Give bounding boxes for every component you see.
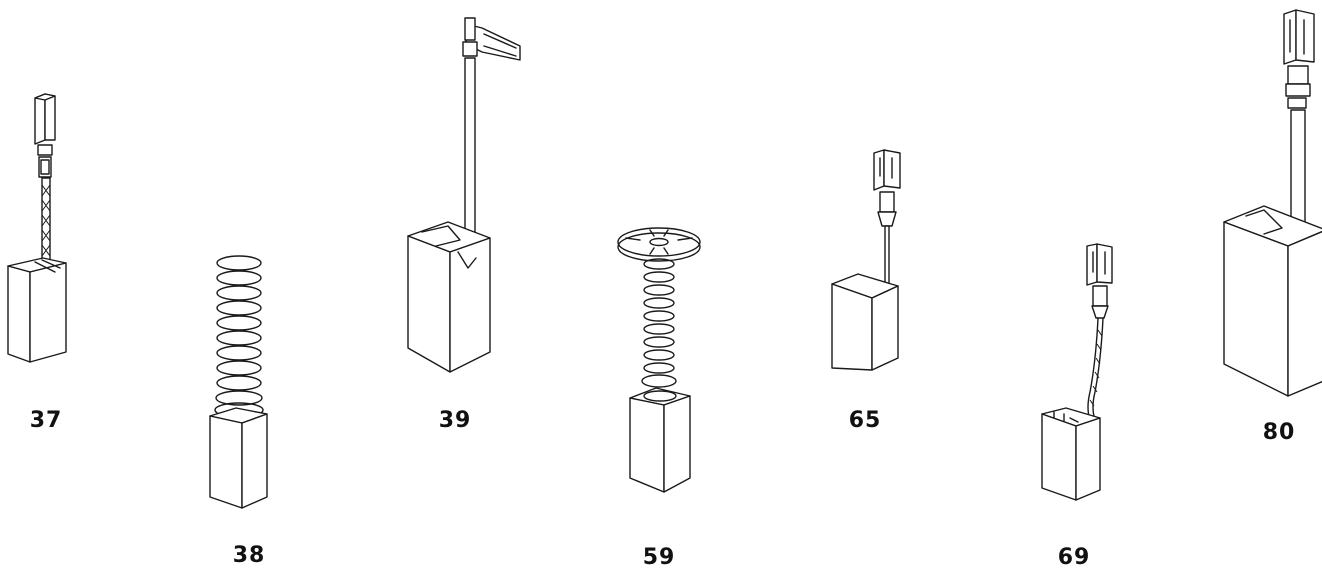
part-39-drawing xyxy=(407,17,521,373)
part-label-37: 37 xyxy=(29,408,63,433)
part-38-drawing xyxy=(209,255,268,509)
part-label-38: 38 xyxy=(232,543,266,568)
part-label-39: 39 xyxy=(438,408,472,433)
part-label-69: 69 xyxy=(1057,545,1091,570)
part-37-drawing xyxy=(7,93,67,363)
part-69-drawing xyxy=(1041,243,1113,501)
part-59-drawing xyxy=(617,227,701,493)
part-65-drawing xyxy=(831,149,901,371)
part-label-65: 65 xyxy=(848,408,882,433)
part-label-80: 80 xyxy=(1262,420,1296,445)
part-label-59: 59 xyxy=(642,545,676,570)
part-80-drawing xyxy=(1223,9,1322,397)
